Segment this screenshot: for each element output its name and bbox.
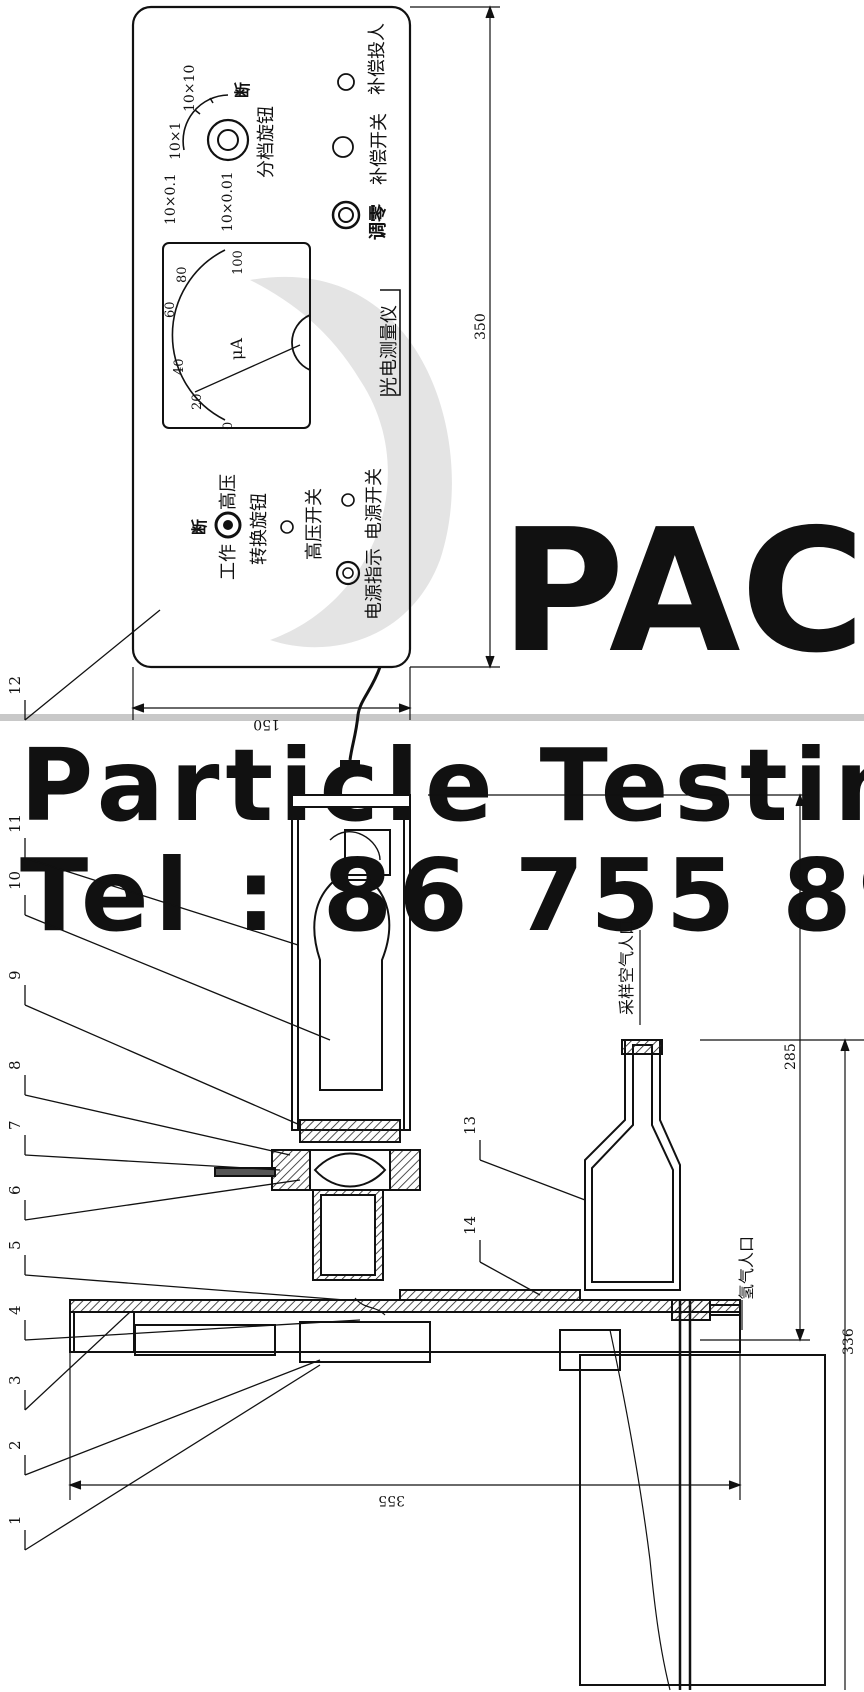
comp-on-indicator-icon <box>337 73 355 91</box>
dim-panel-length: 350 <box>473 313 489 340</box>
range-x10x10-label: 10×10 <box>182 65 198 112</box>
lower-housing <box>579 1354 826 1686</box>
part-number-2: 2 <box>6 1440 24 1450</box>
watermark-crescent-logo <box>250 276 452 648</box>
dim-base-length: 355 <box>378 1492 405 1508</box>
hydrogen-inlet-label: 氢气人口 <box>737 1236 756 1300</box>
range-x10x01-label: 10×0.1 <box>163 173 179 225</box>
power-indicator-label: 电源指示 <box>364 548 385 620</box>
panel-outline <box>131 5 412 669</box>
meter-tick-40: 40 <box>172 358 187 375</box>
meter-tick-20: 20 <box>190 393 205 410</box>
comp-switch-icon[interactable] <box>332 136 354 158</box>
meter-tick-100: 100 <box>231 250 246 275</box>
meter-scale-arc <box>171 249 226 421</box>
panel-labels: 光电测量仪 分档旋钮 断 10×10 10×1 10×0.1 10×0.01 调… <box>163 23 400 620</box>
selector-off-label: 断 <box>190 519 209 535</box>
zero-knob-icon[interactable] <box>331 200 361 230</box>
selector-knob-icon[interactable] <box>214 511 242 539</box>
part-number-10: 10 <box>6 871 24 890</box>
range-knob-icon[interactable] <box>206 118 250 162</box>
base-dimensions <box>68 1038 864 1690</box>
range-x10x001-label: 10×0.01 <box>220 171 236 232</box>
meter-unit-label: μA <box>227 338 246 360</box>
power-indicator-icon <box>335 560 361 586</box>
sample-air-inlet-label: 采样空气人口 <box>617 919 636 1015</box>
panel-dimensions <box>131 5 500 720</box>
selector-hv-label: 高压 <box>218 474 239 510</box>
watermark-logo-text: PAC <box>500 493 864 691</box>
part-number-14: 14 <box>461 1216 479 1235</box>
part-number-7: 7 <box>6 1120 24 1130</box>
main-tube <box>69 1299 741 1313</box>
meter-tick-0: 0 <box>221 422 236 430</box>
part-number-8: 8 <box>6 1060 24 1070</box>
comp-on-label: 补偿投人 <box>367 23 388 95</box>
part-number-11: 11 <box>6 814 24 833</box>
meter-hub <box>291 314 311 371</box>
part-number-4: 4 <box>6 1305 24 1315</box>
part-number-5: 5 <box>6 1240 24 1250</box>
dim-panel-width: 150 <box>253 716 280 732</box>
dim-head-length: 285 <box>783 1043 799 1070</box>
photometric-head <box>214 794 421 1281</box>
watermark: PAC Particle Testing Tel : 86 755 89 <box>0 276 864 954</box>
part-number-3: 3 <box>6 1375 24 1385</box>
part-numbers: 12 11 10 9 8 7 6 5 4 3 2 1 13 14 <box>6 676 479 1525</box>
part-number-9: 9 <box>6 970 24 980</box>
range-off-label: 断 <box>233 82 252 98</box>
measuring-panel <box>131 5 412 669</box>
meter-tick-80: 80 <box>175 266 190 283</box>
comp-switch-label: 补偿开关 <box>369 113 390 185</box>
power-switch-label: 电源开关 <box>364 468 385 540</box>
watermark-line2: Tel : 86 755 89 <box>20 837 864 954</box>
part-number-12: 12 <box>6 676 24 695</box>
watermark-line1: Particle Testing <box>20 727 864 844</box>
power-switch-icon[interactable] <box>341 493 355 507</box>
part-callouts <box>24 609 586 1551</box>
range-knob-arc <box>182 94 229 151</box>
selector-work-label: 工作 <box>218 544 239 580</box>
hv-switch-label: 高压开关 <box>304 488 325 560</box>
hv-switch-icon[interactable] <box>280 520 294 534</box>
sample-inlet-cone <box>584 1039 681 1291</box>
burner-assembly <box>69 1039 826 1691</box>
meter-tick-60: 60 <box>163 301 178 318</box>
range-knob-inner <box>217 129 239 151</box>
part-number-6: 6 <box>6 1185 24 1195</box>
watermark-divider <box>0 714 864 721</box>
head-dimension <box>428 793 810 1342</box>
range-knob-label: 分档旋钮 <box>256 106 277 178</box>
signal-cable <box>348 666 382 761</box>
dim-inlet-height: 336 <box>841 1328 857 1355</box>
panel-title: 光电测量仪 <box>379 305 400 395</box>
selector-knob-label: 转换旋钮 <box>249 493 270 565</box>
zero-label: 调零 <box>368 203 389 240</box>
pm-tube <box>313 879 391 1091</box>
meter-window <box>162 242 311 429</box>
meter-needle <box>194 344 301 393</box>
part-number-13: 13 <box>461 1116 479 1135</box>
range-x10x1-label: 10×1 <box>168 122 184 160</box>
part-number-1: 1 <box>6 1515 24 1525</box>
